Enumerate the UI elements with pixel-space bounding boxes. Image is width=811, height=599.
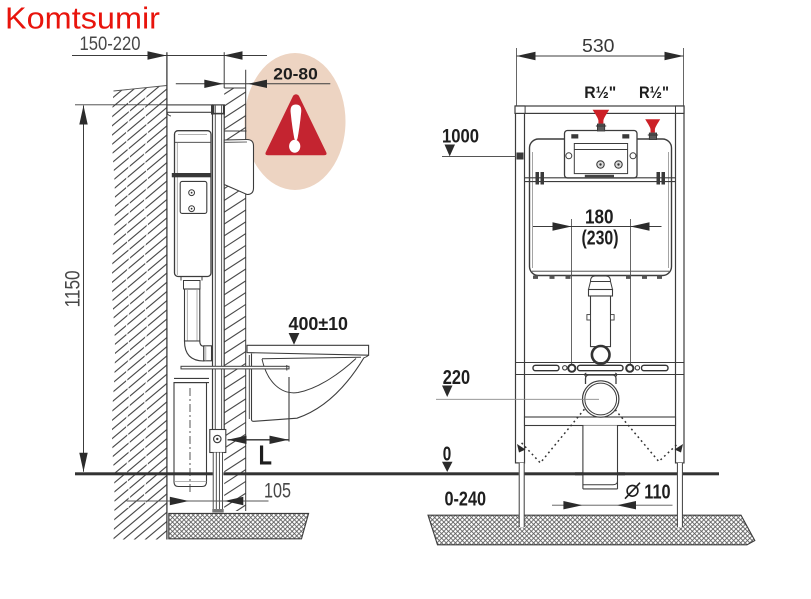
svg-text:20-80: 20-80	[273, 66, 318, 84]
svg-text:1150: 1150	[61, 270, 84, 307]
svg-text:1000: 1000	[442, 126, 479, 147]
svg-text:530: 530	[582, 36, 615, 57]
svg-text:Komtsumir: Komtsumir	[5, 2, 160, 36]
svg-text:R½": R½"	[639, 84, 669, 102]
svg-text:400±10: 400±10	[289, 314, 349, 334]
svg-text:220: 220	[443, 366, 470, 389]
svg-text:180: 180	[585, 206, 614, 228]
svg-text:110: 110	[644, 480, 670, 503]
svg-text:L: L	[259, 439, 273, 470]
svg-text:R½": R½"	[584, 84, 616, 102]
svg-text:105: 105	[264, 480, 291, 503]
svg-text:150-220: 150-220	[80, 34, 141, 55]
svg-text:0: 0	[443, 442, 452, 465]
svg-text:0-240: 0-240	[445, 488, 487, 511]
svg-text:(230): (230)	[582, 228, 619, 250]
